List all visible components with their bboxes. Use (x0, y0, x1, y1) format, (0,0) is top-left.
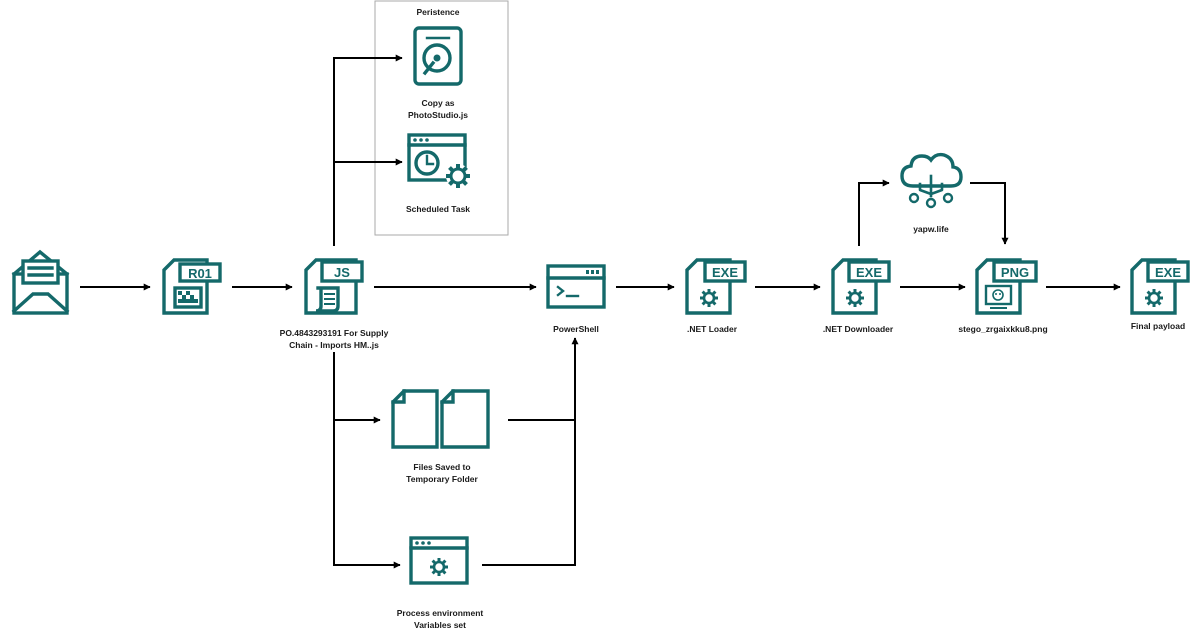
svg-text:EXE: EXE (1155, 265, 1181, 280)
arrow-downloader-to-cloud (858, 179, 890, 246)
js-label-line2: Chain - Imports HM..js (289, 340, 379, 350)
flow-arrows (80, 54, 1121, 569)
net-downloader-label: .NET Downloader (823, 324, 894, 334)
svg-text:PNG: PNG (1001, 265, 1029, 280)
arrow-js-to-copy (333, 54, 403, 246)
cloud-label: yapw.life (913, 224, 949, 234)
powershell-label: PowerShell (553, 324, 599, 334)
svg-text:JS: JS (334, 265, 350, 280)
png-label: stego_zrgaixkku8.png (958, 324, 1047, 334)
svg-text:EXE: EXE (712, 265, 738, 280)
scheduled-task-icon (407, 133, 470, 188)
image-file-icon: PNG (975, 258, 1038, 315)
js-label-line1: PO.4843293191 For Supply (280, 328, 389, 338)
scheduled-task-label: Scheduled Task (406, 204, 470, 214)
terminal-icon (546, 264, 606, 309)
copy-label-line1: Copy as (421, 98, 454, 108)
envelope-icon (11, 249, 70, 315)
svg-text:R01: R01 (188, 266, 212, 281)
net-loader-label: .NET Loader (687, 324, 738, 334)
persistence-title: Peristence (417, 7, 460, 17)
hard-drive-icon (413, 26, 463, 86)
files-label-line1: Files Saved to (413, 462, 470, 472)
documents-icon (391, 389, 490, 449)
arrow-cloud-to-png (970, 182, 1009, 245)
archive-file-icon: R01 (162, 258, 222, 315)
process-env-label-line2: Variables set (414, 620, 466, 630)
exe-file-icon: EXE (1130, 258, 1190, 315)
files-label-line2: Temporary Folder (406, 474, 478, 484)
exe-file-icon: EXE (685, 258, 747, 315)
persistence-box (374, 0, 509, 236)
process-env-label-line1: Process environment (397, 608, 484, 618)
arrow-process-env-to-powershell (482, 420, 576, 566)
copy-label-line2: PhotoStudio.js (408, 110, 468, 120)
svg-text:EXE: EXE (856, 265, 882, 280)
exe-file-icon: EXE (831, 258, 891, 315)
window-gear-icon (409, 536, 469, 585)
arrow-js-to-process-env (333, 420, 401, 569)
final-payload-label: Final payload (1131, 321, 1185, 331)
script-file-icon: JS (304, 258, 364, 315)
arrow-js-to-files (333, 352, 381, 424)
cloud-network-icon (900, 152, 963, 209)
arrow-files-to-powershell (508, 337, 579, 421)
